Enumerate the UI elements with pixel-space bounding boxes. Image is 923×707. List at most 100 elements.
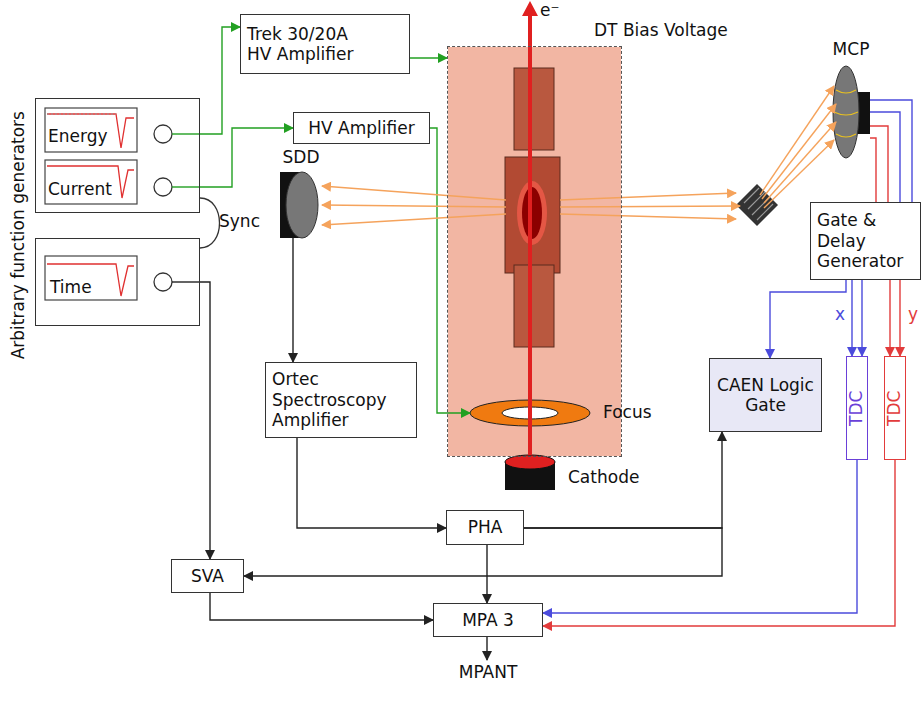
node-text: Time <box>50 277 92 297</box>
focus-electrode: Focus <box>470 398 650 428</box>
connector <box>322 186 506 225</box>
connector-line <box>560 206 740 207</box>
delay-generator: Gate & Delay Generator <box>810 202 921 280</box>
node-text: Energy <box>48 126 108 146</box>
connector <box>293 238 294 362</box>
node-text: DT Bias Voltage <box>594 20 728 40</box>
node-text: MPANT <box>459 662 518 682</box>
drawing-part <box>47 114 116 115</box>
connector-line <box>870 126 888 202</box>
output-text: MPANT <box>448 660 528 684</box>
drawing-part <box>833 66 859 158</box>
tdc-box: TDC <box>884 356 906 460</box>
drawing-part <box>172 281 200 282</box>
node-text: HV Amplifier <box>308 118 414 138</box>
connector-line <box>760 86 834 195</box>
drawing-part <box>286 172 318 238</box>
drawing-part <box>154 178 172 196</box>
connector-line <box>210 593 433 620</box>
connector-line <box>889 280 890 356</box>
drift-tube-region: DT Bias Voltage <box>447 46 622 457</box>
connector-line <box>770 280 846 358</box>
connector-line <box>200 27 240 134</box>
drawing-part <box>505 455 555 469</box>
edge-label: y <box>907 304 919 324</box>
connector <box>210 593 433 620</box>
connector <box>870 100 912 202</box>
connector <box>770 280 846 358</box>
node-text: MCP <box>833 39 870 59</box>
drawing-part <box>45 108 137 152</box>
connector-line <box>322 186 506 200</box>
node-text: Trek 30/20A HV Amplifier <box>247 24 375 65</box>
function-generator: EnergyCurrent <box>35 98 200 213</box>
connector <box>200 128 293 187</box>
drawing-part <box>45 160 137 204</box>
connector-line <box>486 637 487 660</box>
node-text: TDC <box>885 390 905 425</box>
connector-line <box>870 100 912 202</box>
connector-line <box>762 104 836 199</box>
connector <box>297 438 446 528</box>
node-text: Cathode <box>568 467 639 487</box>
connector <box>487 545 488 603</box>
connector-line <box>410 57 447 58</box>
connector <box>852 280 862 356</box>
tdc-box: TDC <box>846 356 868 460</box>
connector <box>430 128 470 413</box>
node-text: PHA <box>468 517 503 537</box>
drawing-part <box>514 265 554 347</box>
connector-line <box>430 128 470 413</box>
connector <box>543 460 895 626</box>
connector-line <box>560 214 736 219</box>
connector <box>200 282 210 559</box>
connector-line <box>292 238 293 362</box>
sdd-detector: SDD <box>276 146 326 168</box>
node-text: CAEN Logic Gate <box>710 375 821 416</box>
node-text: Current <box>48 179 112 199</box>
drawing-part <box>522 1 538 16</box>
connector-line <box>870 112 900 202</box>
connector-line <box>486 545 487 603</box>
drawing-part <box>154 125 172 143</box>
electron-label: e⁻ <box>540 0 559 20</box>
drawing-part <box>505 157 560 273</box>
node-text: MPA 3 <box>462 610 514 630</box>
drawing-part <box>47 114 134 148</box>
connector-line <box>543 460 857 613</box>
connector-line <box>297 438 446 528</box>
amplifier-box: Ortec Spectroscopy Amplifier <box>265 362 417 438</box>
node-text: Focus <box>603 402 652 422</box>
connector-line <box>560 193 736 200</box>
logic-gate: CAEN Logic Gate <box>709 358 822 432</box>
connector-line <box>322 205 506 207</box>
connector-line <box>870 138 876 202</box>
drawing-part <box>528 14 532 455</box>
connector <box>410 58 447 59</box>
node-text: TDC <box>847 390 867 425</box>
connector <box>890 280 900 356</box>
drawing-part <box>736 184 778 226</box>
drawing-part <box>172 186 200 187</box>
amplifier-box: Trek 30/20A HV Amplifier <box>240 14 410 74</box>
connector-line <box>200 128 293 187</box>
drawing-part <box>514 68 554 150</box>
connector <box>870 126 888 202</box>
amplifier-box: HV Amplifier <box>293 112 430 144</box>
connector-line <box>851 280 852 356</box>
connector-line <box>322 214 506 225</box>
node-text: SDD <box>283 147 320 167</box>
function-generator: Time <box>35 238 200 326</box>
connector-line <box>764 140 834 208</box>
sva-box: SVA <box>171 559 244 593</box>
pha-box: PHA <box>446 510 524 545</box>
drawing-part <box>45 256 137 300</box>
group-label: Arbitrary function generators <box>8 111 28 359</box>
edge-label: x <box>834 304 846 324</box>
mpa-box: MPA 3 <box>433 603 543 637</box>
connector-line <box>543 460 895 626</box>
connector-line <box>524 432 722 528</box>
